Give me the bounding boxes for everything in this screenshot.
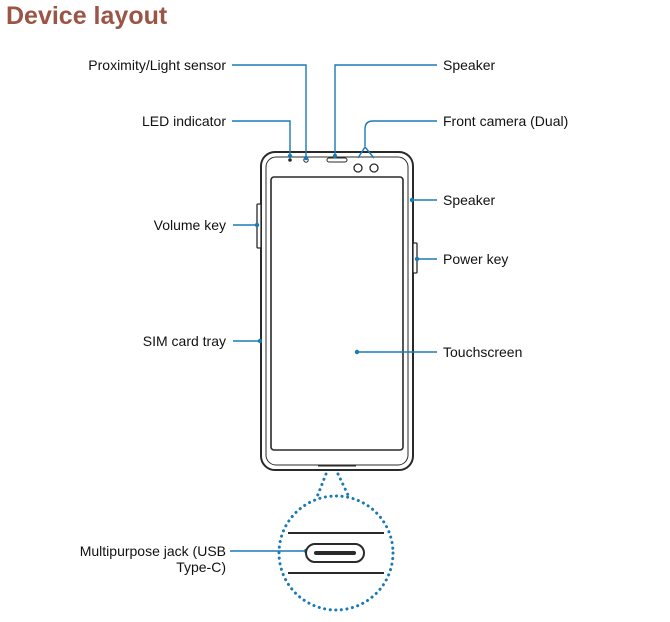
label-sim-card-tray: SIM card tray [142, 333, 226, 349]
led-indicator-dot [288, 158, 292, 162]
label-multipurpose-jack: Multipurpose jack (USB Type-C) [20, 543, 226, 575]
earpiece-speaker [326, 157, 348, 163]
front-camera-1 [353, 163, 363, 173]
touchscreen-area [270, 176, 404, 451]
front-camera-2 [369, 163, 379, 173]
callout-proximity [232, 64, 307, 158]
label-speaker-top: Speaker [443, 57, 496, 73]
phone-body [260, 151, 414, 471]
callout-led [232, 120, 291, 156]
usb-magnifier [277, 472, 395, 612]
label-power-key: Power key [443, 251, 509, 267]
usb-port-detail [288, 532, 384, 574]
callout-lines [230, 64, 437, 552]
label-multipurpose-jack-line2: Type-C) [176, 559, 226, 575]
page-title: Device layout [6, 2, 168, 30]
callout-speaker-top [334, 64, 437, 156]
label-led-indicator: LED indicator [141, 113, 226, 129]
label-touchscreen: Touchscreen [443, 344, 523, 360]
label-multipurpose-jack-line1: Multipurpose jack (USB [79, 543, 226, 559]
label-proximity-light-sensor: Proximity/Light sensor [88, 57, 226, 73]
label-volume-key: Volume key [153, 217, 226, 233]
callout-front-camera [357, 120, 437, 159]
callout-dots [254, 153, 420, 554]
label-speaker-side: Speaker [443, 192, 496, 208]
label-front-camera: Front camera (Dual) [443, 113, 569, 129]
